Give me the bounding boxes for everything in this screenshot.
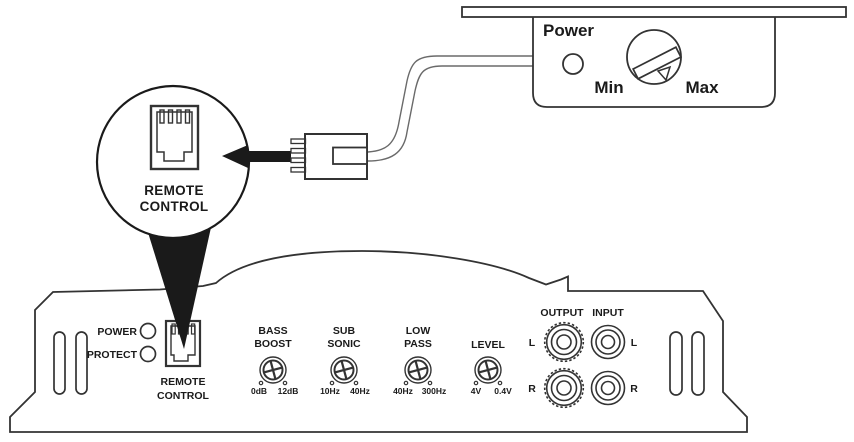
knob-cross [334,360,354,380]
knob-inner [262,359,284,381]
remote-jack-label-line1: REMOTE [161,376,206,388]
callout-pointer-triangle [146,223,212,349]
knob-min-label: 40Hz [393,386,413,396]
rca-input-left-icon [590,324,626,360]
plug-pin [290,166,307,173]
callout-magnifier: REMOTE CONTROL [95,84,251,349]
knob-label-line1: LOW [406,325,431,337]
protect-led-label: PROTECT [87,349,138,361]
remote-cable [290,55,533,180]
knob-label-line1: LEVEL [471,339,505,351]
remote-level-control-unit: Power Min Max [461,6,847,108]
knob-max-label: 12dB [278,386,299,396]
jack-pin [184,109,191,124]
knob-max-label: 300Hz [422,386,447,396]
knob-max-dot [282,380,288,386]
knob-min-label: 4V [471,386,482,396]
rca-output-right-icon [543,367,585,409]
output-right-label: R [528,383,536,395]
knob-min-label: 10Hz [320,386,340,396]
knob-min-dot [403,380,409,386]
knob-label-line1: SUB [333,325,356,337]
amplifier-panel: POWER PROTECT REMOTE CONTROL BASS BOOST [9,250,748,433]
jack-pin [190,323,196,335]
knob-level: LEVEL 4V 0.4V [471,339,512,396]
knob-cross [408,360,428,380]
knob-max-dot [497,380,503,386]
rca-section: OUTPUT INPUT L L R [528,307,638,409]
knob-min-dot [473,380,479,386]
jack-outer [149,104,200,171]
remote-control-jack-zoom-icon [149,104,200,171]
knob-label-line2: SONIC [327,338,361,350]
knob-inner [333,359,355,381]
jack-pin [167,109,174,124]
knob-low-pass: LOW PASS 40Hz 300Hz [393,325,446,396]
knob-max-label: 40Hz [350,386,370,396]
jack-inner [156,111,193,162]
cable-wire [367,55,533,153]
knob-sub-sonic: SUB SONIC 10Hz 40Hz [320,325,370,396]
vent-slot [669,331,683,396]
knob-inner [477,359,499,381]
knob-slot [631,46,683,80]
input-right-label: R [630,383,638,395]
remote-max-label: Max [685,78,719,97]
jack-pin [171,323,176,335]
jack-inner [170,325,196,362]
jack-pin [159,109,165,124]
level-knob-icon [626,29,683,85]
remote-jack-label-line2: CONTROL [157,390,209,402]
cable-wire [367,65,533,162]
knob-inner [407,359,429,381]
rca-input-right-icon [590,370,626,406]
power-led-icon [139,322,157,340]
input-label: INPUT [592,307,624,319]
plug-pin [290,138,307,145]
output-label: OUTPUT [540,307,584,319]
vent-slot [53,331,66,395]
power-led-label: POWER [97,326,137,338]
vent-slot [75,331,88,395]
callout-label-line2: CONTROL [140,199,209,214]
knob-cross [263,360,283,380]
callout-label-line1: REMOTE [144,183,204,198]
output-left-label: L [529,337,536,349]
remote-power-led-icon [562,53,584,75]
remote-power-label: Power [543,21,594,40]
knob-cross [478,360,498,380]
remote-min-label: Min [594,78,623,97]
vent-slot [691,331,705,396]
mounting-bar [461,6,847,18]
arrow-left-icon [222,145,291,168]
knob-max-label: 0.4V [494,386,512,396]
rca-output-left-icon [543,321,585,363]
knob-label-line2: PASS [404,338,432,350]
knob-label-line1: BASS [258,325,287,337]
knob-label-line2: BOOST [254,338,292,350]
plug-pin [290,157,307,164]
knob-pointer [656,65,672,82]
knob-max-dot [353,380,359,386]
knob-max-dot [427,380,433,386]
knob-min-dot [329,380,335,386]
plug-pin [290,147,307,154]
knob-min-label: 0dB [251,386,267,396]
knob-min-dot [258,380,264,386]
plug-latch [332,146,368,165]
protect-led-icon [139,345,157,363]
knob-bass-boost: BASS BOOST 0dB 12dB [251,325,298,396]
jack-pin [176,109,182,124]
input-left-label: L [631,337,638,349]
rj-plug-icon [290,133,368,180]
